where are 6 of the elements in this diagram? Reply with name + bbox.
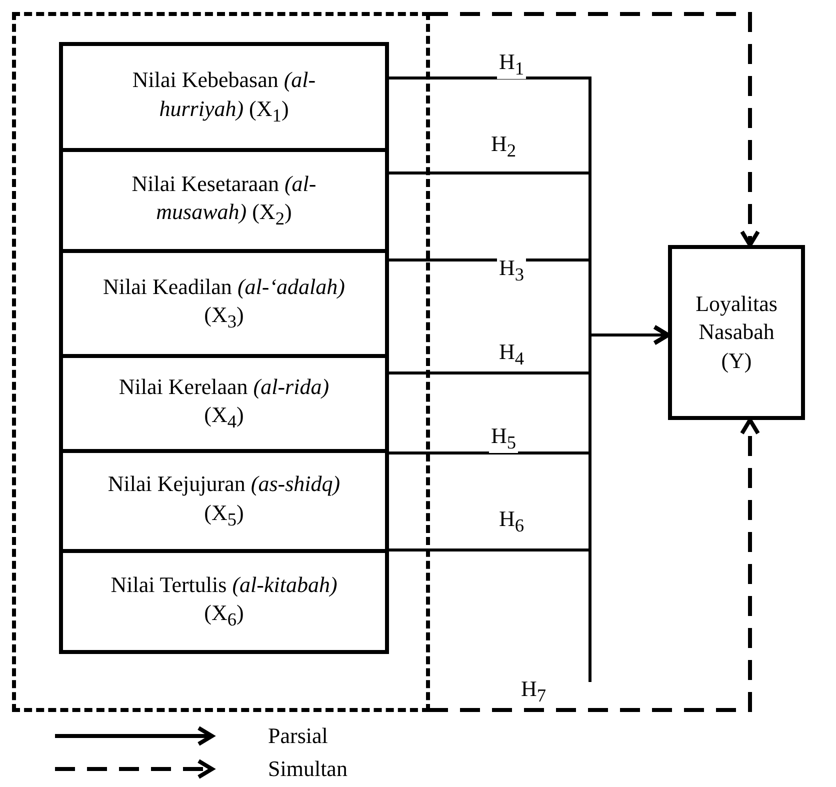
legend-label: Parsial [268, 725, 328, 747]
variable-box: Loyalitas Nasabah (Y) [668, 245, 805, 420]
dashed-arrow [428, 12, 760, 247]
legend-label: Simultan [268, 758, 348, 780]
dashed-arrow [428, 418, 760, 712]
dashed-group-frame [12, 12, 430, 712]
